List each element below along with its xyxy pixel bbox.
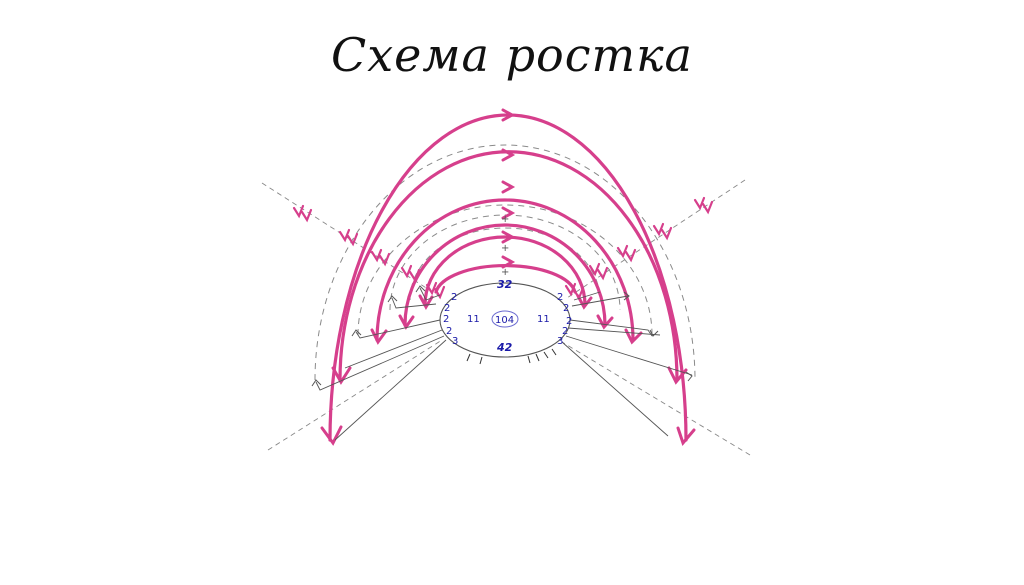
arrow-end-5-left bbox=[331, 366, 352, 385]
leader-right-4 bbox=[561, 341, 669, 437]
plus-marker-2: + bbox=[501, 243, 509, 254]
diagonal-guides bbox=[261, 179, 751, 456]
plus-marker-3: + bbox=[501, 267, 509, 278]
arrow-end-6-left bbox=[320, 425, 343, 446]
leader-arrow-r3 bbox=[685, 371, 693, 382]
pink-arc-top-arrows bbox=[501, 108, 516, 269]
guide-lower-right bbox=[561, 341, 751, 456]
leader-arrow-r5 bbox=[623, 291, 630, 301]
leader-lines bbox=[315, 287, 693, 441]
leader-left-5 bbox=[391, 297, 437, 309]
plus-marker-1: + bbox=[501, 214, 509, 225]
pink-arc-4 bbox=[375, 198, 635, 342]
guide-lower-left bbox=[267, 339, 443, 451]
pink-arc-6 bbox=[328, 113, 688, 442]
chevron-ur-2 bbox=[652, 222, 673, 241]
dashed-arc-1 bbox=[409, 227, 601, 301]
leader-left-3 bbox=[315, 335, 445, 391]
leader-arrow-r1 bbox=[649, 329, 659, 337]
plus-markers: + + + bbox=[501, 214, 509, 278]
chevron-ur-4 bbox=[588, 262, 609, 281]
arrow-end-6-right bbox=[676, 426, 696, 447]
leader-left-6 bbox=[419, 287, 441, 301]
leader-left-4 bbox=[334, 339, 447, 441]
chevron-ur-1 bbox=[693, 196, 714, 215]
leader-left-2 bbox=[344, 329, 443, 369]
arrow-top-1 bbox=[501, 255, 516, 269]
center-value-label: 104 bbox=[495, 315, 514, 326]
chevron-ul-1 bbox=[292, 204, 313, 223]
dashed-row-arcs bbox=[314, 144, 696, 381]
left-side-label: 2 bbox=[446, 326, 452, 337]
chevron-ul-5 bbox=[425, 281, 446, 300]
arrow-end-3-left bbox=[398, 314, 415, 330]
diagram-title: Схема ростка bbox=[331, 28, 693, 82]
chevron-ul-2 bbox=[338, 228, 359, 247]
left-value-label: 11 bbox=[467, 314, 480, 325]
pink-arc-end-arrows bbox=[320, 294, 696, 447]
chevron-ul-3 bbox=[370, 248, 391, 267]
left-side-label: 3 bbox=[452, 336, 458, 347]
right-side-label: 2 bbox=[566, 316, 572, 327]
base-oval bbox=[439, 282, 571, 358]
double-chevron-markers bbox=[292, 196, 714, 301]
leader-right-6 bbox=[573, 291, 601, 301]
arrow-end-3-right bbox=[596, 314, 614, 330]
dashed-arc-4 bbox=[314, 144, 696, 381]
leader-arrow-l1 bbox=[351, 329, 362, 337]
right-side-label: 2 bbox=[563, 303, 569, 314]
arrow-top-6 bbox=[501, 108, 516, 122]
leader-arrow-l5 bbox=[387, 295, 398, 303]
arrow-top-5 bbox=[501, 148, 516, 162]
right-side-label: 3 bbox=[557, 336, 563, 347]
leader-right-2 bbox=[567, 327, 661, 336]
arrow-top-4 bbox=[501, 180, 516, 194]
chevron-ur-3 bbox=[616, 244, 637, 263]
arrow-top-3 bbox=[501, 206, 516, 220]
arrow-end-4-left bbox=[370, 328, 388, 345]
count-bottom-label: 42 bbox=[496, 341, 513, 354]
leader-arrowheads bbox=[311, 285, 693, 387]
dashed-arc-2 bbox=[389, 214, 621, 311]
center-value-ring bbox=[491, 310, 519, 328]
left-side-label: 2 bbox=[444, 303, 450, 314]
oval-tick-marks bbox=[466, 348, 557, 365]
chevron-ul-4 bbox=[400, 264, 421, 283]
leader-arrow-l3 bbox=[311, 379, 322, 387]
leader-right-5 bbox=[571, 295, 629, 307]
arrow-top-2 bbox=[501, 230, 516, 244]
left-side-label: 2 bbox=[443, 314, 449, 325]
leader-right-3 bbox=[565, 335, 693, 376]
arrow-end-2-left bbox=[418, 294, 434, 311]
pink-arc-2 bbox=[423, 235, 587, 307]
left-side-label: 2 bbox=[451, 292, 457, 303]
right-value-label: 11 bbox=[537, 314, 550, 325]
count-top-label: 32 bbox=[497, 278, 513, 291]
leader-left-1 bbox=[355, 319, 441, 339]
leader-arrow-l6 bbox=[415, 285, 426, 293]
right-side-label: 2 bbox=[557, 292, 563, 303]
arrow-end-2-right bbox=[576, 294, 593, 310]
arrow-end-4-right bbox=[624, 328, 643, 345]
right-side-label: 2 bbox=[562, 326, 568, 337]
arrow-end-5-right bbox=[667, 366, 688, 385]
